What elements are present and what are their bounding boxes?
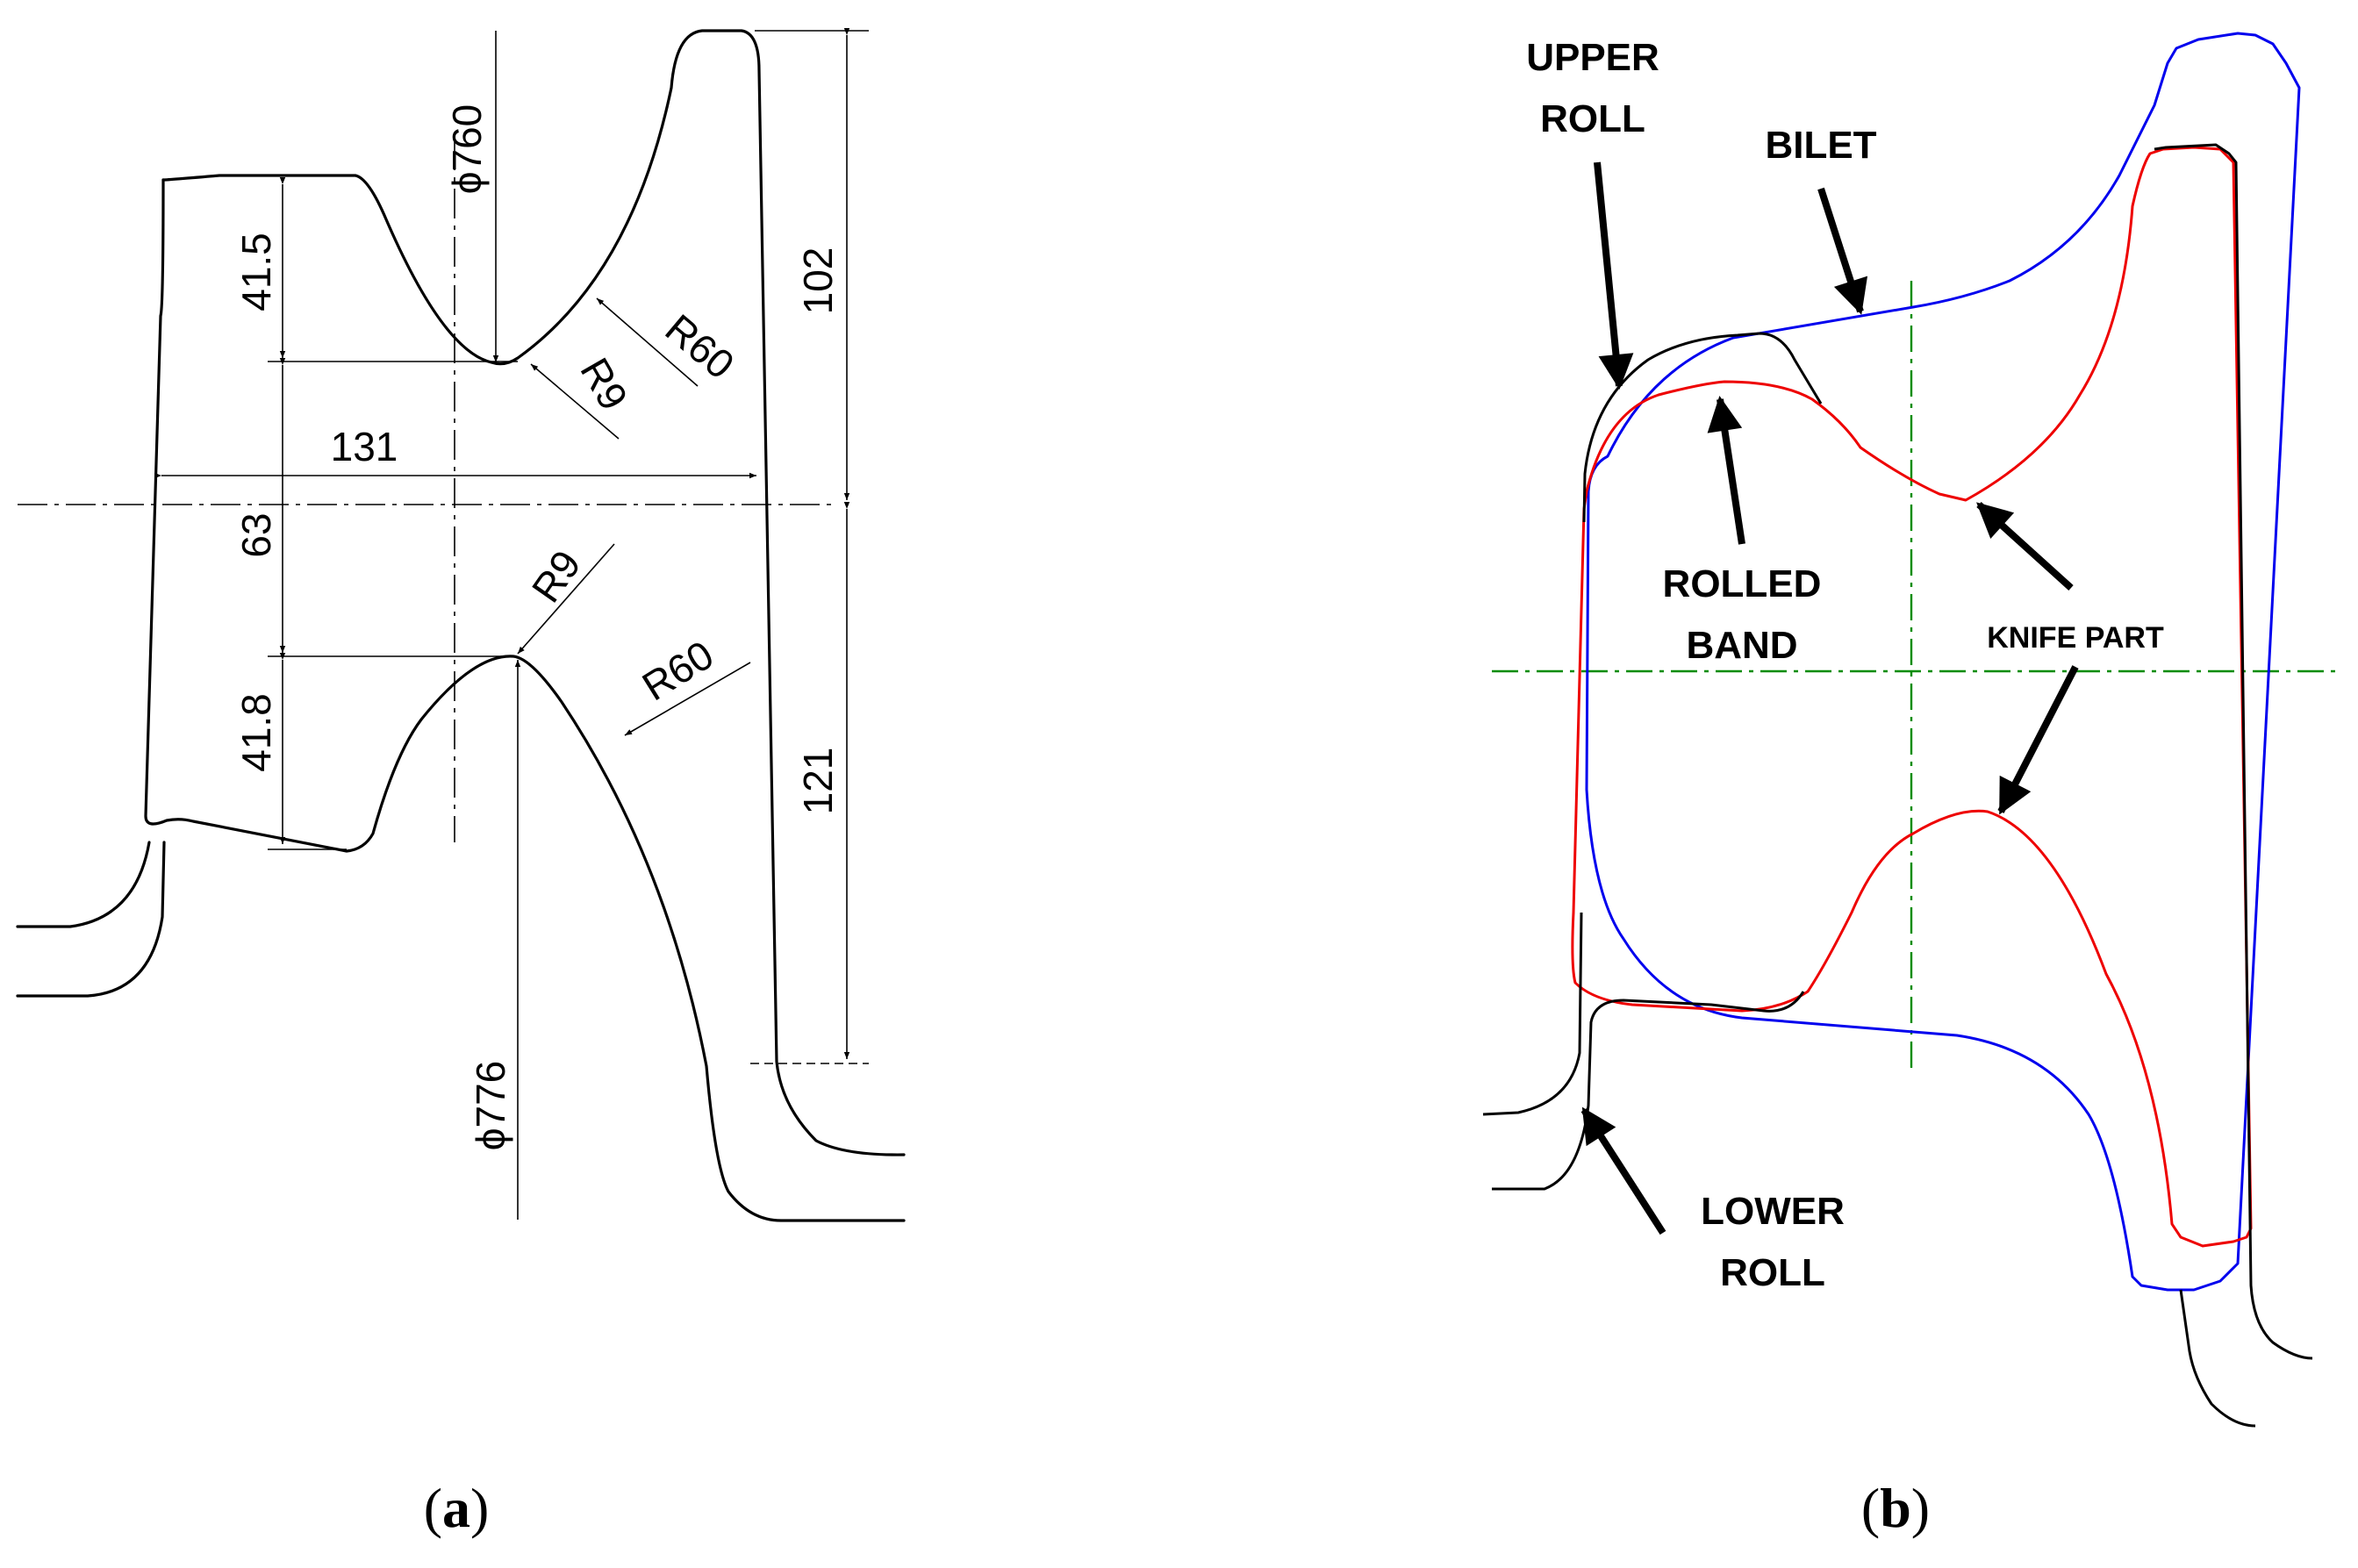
lower-roll-inner (1492, 991, 1805, 1191)
dim-41-5-label: 41.5 (233, 233, 279, 311)
lower-roll-arrow (1580, 1106, 1666, 1235)
r60-bottom-leader (624, 662, 751, 736)
knife-part-arrow-up (1976, 502, 2074, 591)
upper-roll-arrow (1594, 161, 1634, 390)
r60-top-label: R60 (657, 305, 743, 388)
rolled-band-arrow (1707, 396, 1745, 545)
dia760-label: ϕ760 (444, 104, 490, 195)
bilet-profile (1585, 32, 2301, 1292)
lower-roll-profile (1482, 912, 1583, 1116)
panel-a-label: (a) (424, 1477, 490, 1539)
dia776-label: ϕ776 (468, 1061, 513, 1151)
section-outline-left (144, 178, 906, 1222)
rolled-band-label-line1: ROLLED (1663, 562, 1822, 605)
r9-top-leader (530, 363, 620, 440)
r9-bottom-leader (517, 543, 615, 655)
dim-41-8-label: 41.8 (233, 693, 279, 772)
panel-b: UPPER ROLL BILET ROLLED BAND KNIFE PART … (1482, 32, 2339, 1539)
knife-part-label: KNIFE PART (1987, 621, 2164, 655)
upper-roll-right-flange (2154, 143, 2313, 1360)
upper-roll-label-line2: ROLL (1540, 97, 1645, 140)
dim-131-label: 131 (331, 424, 398, 469)
lower-roll-right-flange (2179, 1289, 2256, 1428)
upper-roll-profile (1582, 332, 1823, 523)
panel-b-label: (b) (1861, 1477, 1930, 1539)
r60-bottom-label: R60 (634, 632, 721, 710)
bilet-arrow (1817, 187, 1868, 315)
dim-121-label: 121 (795, 748, 841, 815)
bilet-label: BILET (1765, 124, 1876, 167)
knife-part-arrow-down (1997, 665, 2079, 815)
dim-102-label: 102 (795, 247, 841, 315)
lower-roll-label-line2: ROLL (1720, 1251, 1825, 1294)
upper-roll-label-line1: UPPER (1526, 36, 1659, 79)
lower-roll-left-inner (16, 841, 166, 998)
lower-roll-label-line1: LOWER (1701, 1190, 1845, 1233)
dim-63-label: 63 (233, 512, 279, 557)
panel-a: ϕ760 R60 R9 41.5 63 41.8 131 102 121 R9 (16, 28, 906, 1539)
rolled-band-profile (1571, 146, 2253, 1248)
r60-top-leader (596, 297, 699, 387)
rolled-band-label-line2: BAND (1686, 624, 1797, 667)
lower-roll-left-outer (16, 841, 151, 928)
r9-bottom-label: R9 (523, 542, 590, 611)
section-outline (161, 29, 906, 1156)
